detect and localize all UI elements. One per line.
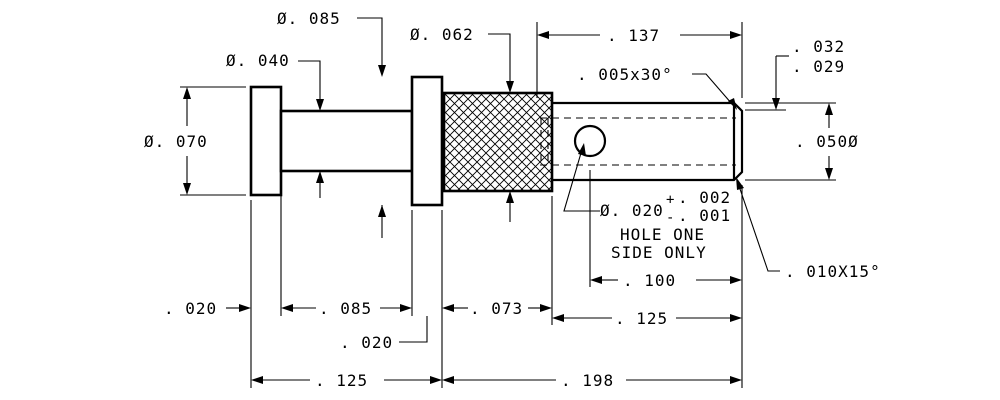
label-hole-dia: Ø. 020 <box>600 201 664 220</box>
left-head <box>249 85 283 197</box>
label-chamfer-010: . 010X15° <box>785 262 881 281</box>
label-len-085: . 085 <box>319 299 372 318</box>
label-chamfer-005: . 005x30° <box>577 65 673 84</box>
label-len-198: . 198 <box>561 371 614 390</box>
label-dia-040: Ø. 040 <box>226 51 290 70</box>
neck-shaft <box>279 109 414 173</box>
label-hole-note-1: HOLE ONE <box>620 225 705 244</box>
label-tol-minus-sign: - <box>666 210 674 226</box>
label-tol-plus-sign: + <box>666 192 674 208</box>
label-dia-050: . 050Ø <box>795 132 859 151</box>
label-dia-070: Ø. 070 <box>144 132 208 151</box>
label-thick-029: . 029 <box>792 57 845 76</box>
flange <box>410 75 444 207</box>
pin-shaft <box>552 101 744 182</box>
label-len-125-bottom: . 125 <box>315 371 368 390</box>
label-len-137: . 137 <box>607 26 660 45</box>
label-len-100: . 100 <box>623 271 676 290</box>
label-tol-minus: . 001 <box>678 206 731 225</box>
dimension-lines <box>180 17 836 388</box>
label-tol-plus: . 002 <box>678 188 731 207</box>
dimension-labels: Ø. 085 Ø. 062 Ø. 040 Ø. 070 . 137 . 005x… <box>144 9 881 390</box>
knurled-section <box>442 91 554 193</box>
label-dia-062: Ø. 062 <box>410 25 474 44</box>
label-thick-032: . 032 <box>792 37 845 56</box>
label-dia-085: Ø. 085 <box>277 9 341 28</box>
cross-hole <box>573 124 607 158</box>
part-outline <box>249 75 744 207</box>
label-len-125-right: . 125 <box>615 309 668 328</box>
label-hole-note-2: SIDE ONLY <box>611 243 707 262</box>
label-len-020-flange: . 020 <box>340 333 393 352</box>
label-len-020-left: . 020 <box>164 299 217 318</box>
label-len-073: . 073 <box>470 299 523 318</box>
